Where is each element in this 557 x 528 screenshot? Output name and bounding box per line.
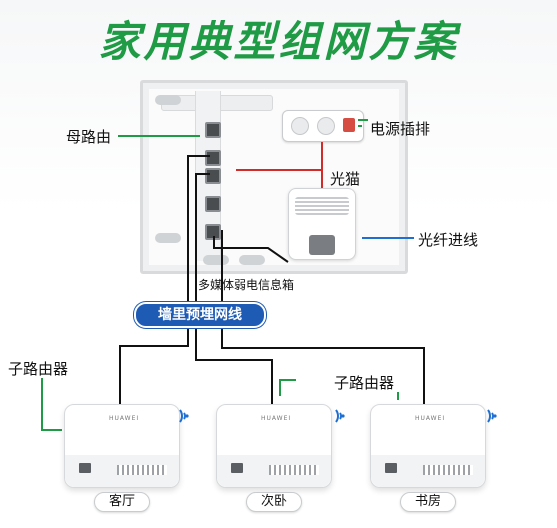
router-brand: HUAWEI [261, 415, 292, 422]
page-title: 家用典型组网方案 [98, 17, 459, 66]
cable-modem-link [213, 236, 289, 263]
vent-slot [155, 95, 181, 105]
leader-sub-router-mid [279, 379, 296, 396]
power-strip [282, 110, 364, 142]
power-socket-icon [291, 117, 309, 135]
ethernet-port-icon [205, 168, 221, 184]
label-power-strip: 电源插排 [370, 120, 431, 138]
sub-router-living-room: HUAWEI [64, 404, 180, 488]
room-label-bedroom: 次卧 [246, 492, 302, 512]
ethernet-port-icon [385, 463, 397, 473]
power-socket-icon [317, 117, 335, 135]
label-fiber-in: 光纤进线 [418, 231, 479, 249]
label-main-router: 母路由 [66, 128, 112, 146]
cable-2-top [195, 173, 210, 302]
modem-grill [295, 197, 349, 215]
router-brand: HUAWEI [415, 415, 446, 422]
ethernet-port-icon [79, 463, 91, 473]
router-vent [423, 465, 473, 475]
sub-router-bedroom: HUAWEI [216, 404, 332, 488]
router-vent [117, 465, 167, 475]
vent-slot [203, 255, 229, 265]
vent-slot [155, 233, 181, 243]
leader-sub-router-left [41, 378, 62, 431]
ethernet-port-icon [205, 150, 221, 166]
label-sub-router-left: 子路由器 [8, 360, 69, 378]
wifi-icon [335, 409, 345, 423]
label-sub-router-right: 子路由器 [334, 374, 395, 392]
vent-slot [239, 255, 265, 265]
label-in-wall-cable: 墙里预埋网线 [134, 302, 266, 328]
cable-to-study [221, 324, 425, 404]
router-vent [269, 465, 319, 475]
cable-1-top [187, 155, 210, 302]
label-enclosure: 多媒体弱电信息箱 [198, 278, 295, 292]
wifi-icon [179, 409, 189, 423]
ethernet-port-icon [205, 122, 221, 138]
sub-router-study: HUAWEI [370, 404, 486, 488]
wifi-icon [487, 409, 497, 423]
ethernet-port-icon [205, 196, 221, 212]
cable-to-bedroom [195, 324, 273, 404]
router-brand: HUAWEI [109, 415, 140, 422]
power-switch [343, 118, 355, 132]
room-label-study: 书房 [400, 492, 456, 512]
room-label-living-room: 客厅 [94, 492, 150, 512]
cable-to-living-room [119, 324, 189, 404]
ethernet-port-icon [231, 463, 243, 473]
label-optical-modem: 光猫 [330, 170, 361, 188]
optical-modem [288, 188, 356, 260]
modem-plug [309, 235, 335, 255]
